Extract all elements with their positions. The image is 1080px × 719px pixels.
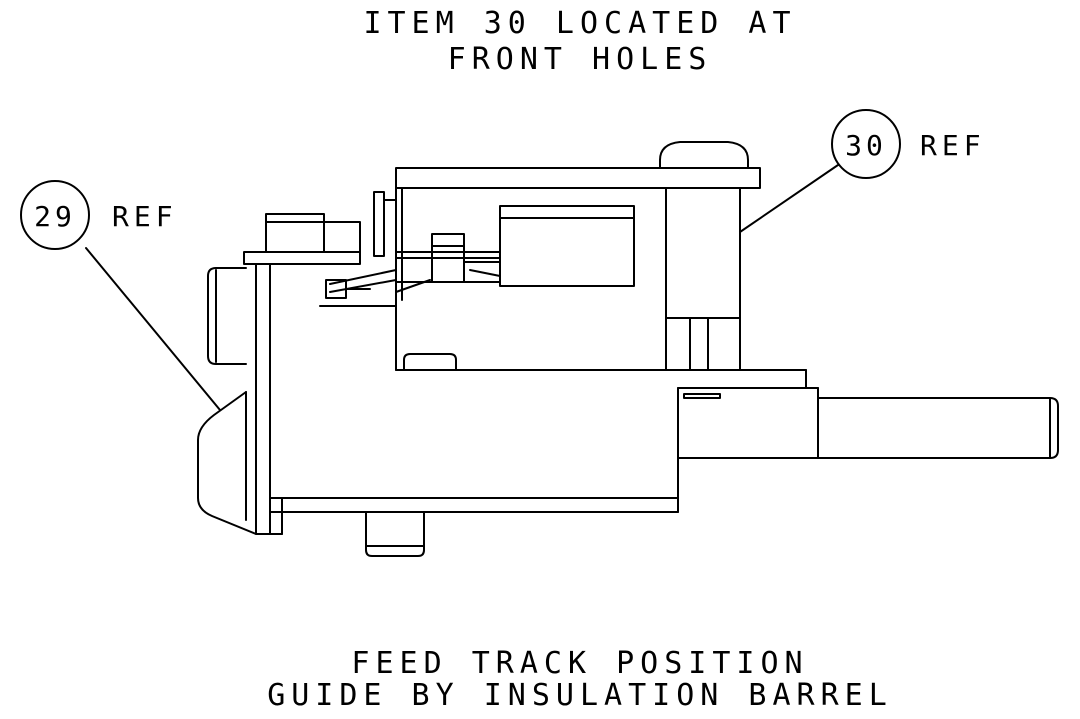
housing-box bbox=[499, 205, 635, 287]
callout-30-balloon bbox=[831, 109, 901, 179]
callout-30-number: 30 bbox=[845, 129, 887, 162]
callout-29: 29 REF bbox=[20, 180, 221, 411]
left-guide bbox=[197, 391, 265, 535]
bottom-stud bbox=[365, 511, 425, 557]
callout-29-number: 29 bbox=[34, 200, 76, 233]
bottom-note-line-2: GUIDE BY INSULATION BARREL bbox=[267, 678, 893, 713]
middle-body bbox=[269, 263, 807, 513]
callout-29-leader bbox=[85, 247, 221, 411]
callout-29-balloon bbox=[20, 180, 90, 250]
guide-pin bbox=[677, 387, 1059, 459]
top-note-line-2: FRONT HOLES bbox=[447, 42, 713, 77]
callout-30-leader bbox=[739, 164, 839, 233]
top-note-line-1: ITEM 30 LOCATED AT bbox=[363, 6, 797, 41]
wire-bundle bbox=[329, 233, 501, 293]
right-block bbox=[665, 187, 741, 371]
bottom-note-line-1: FEED TRACK POSITION bbox=[351, 646, 809, 681]
callout-29-ref: REF bbox=[112, 200, 178, 233]
body-slot bbox=[403, 353, 457, 371]
callout-30-ref: REF bbox=[920, 129, 986, 162]
vertical-plate bbox=[243, 251, 361, 535]
top-left-hardware bbox=[265, 191, 397, 299]
bottom-plate bbox=[269, 497, 679, 535]
left-knob bbox=[207, 267, 247, 365]
callout-30: 30 REF bbox=[739, 109, 986, 233]
